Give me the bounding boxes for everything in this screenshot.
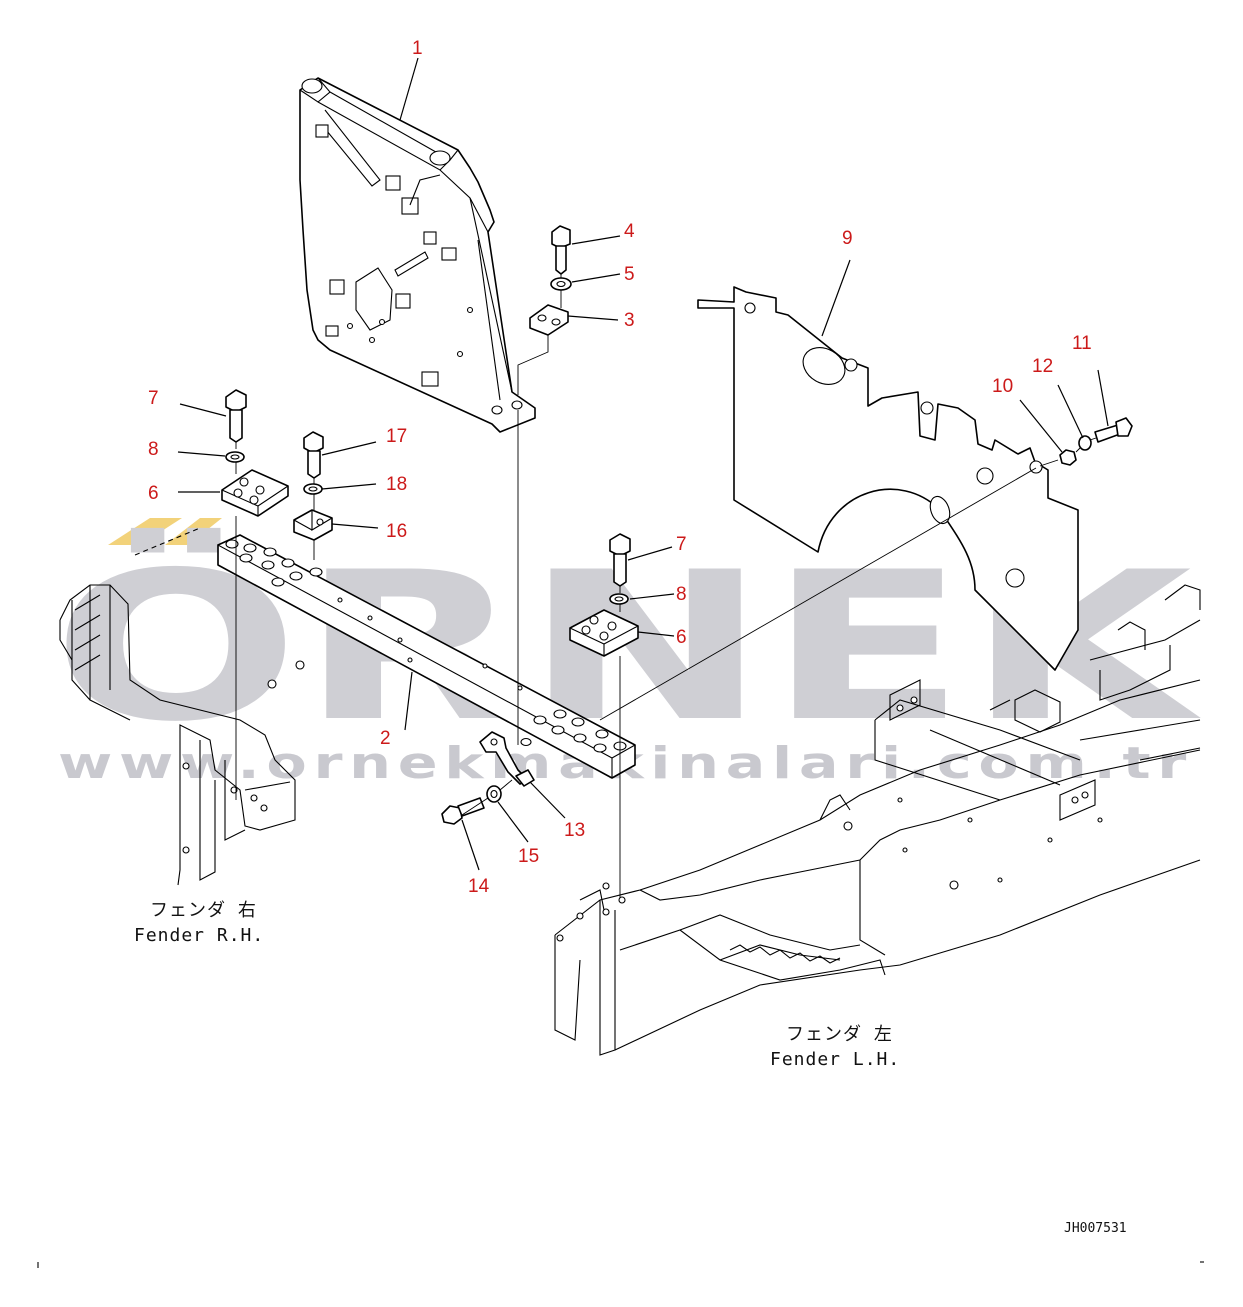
part-17-bolt (303, 431, 324, 479)
assembly-guides (235, 274, 1097, 898)
callout-8-right: 8 (676, 584, 687, 605)
callout-15: 15 (518, 846, 539, 867)
fender-labels: フェンダ 右 Fender R.H. フェンダ 左 Fender L.H. (134, 900, 900, 1070)
callout-14: 14 (468, 876, 490, 897)
part-6-pad-left (221, 469, 289, 517)
part-16-bracket (293, 509, 333, 541)
callout-6-right: 6 (676, 627, 687, 648)
part-9-cover-panel (697, 286, 1079, 671)
callout-18: 18 (386, 474, 407, 495)
callout-9: 9 (842, 228, 853, 249)
fender-rh-jp-label: フェンダ 右 (150, 900, 257, 921)
part-4-bolt (551, 225, 571, 275)
part-7-bolt-left (225, 389, 247, 443)
part-18-washer (303, 483, 323, 495)
part-8-washer-left (225, 451, 245, 463)
callout-13: 13 (564, 820, 585, 841)
callout-11: 11 (1072, 333, 1092, 354)
part-1-bracket-plate (299, 77, 536, 433)
fender-rh (59, 527, 305, 886)
callouts: 1 2 3 4 5 6 6 7 7 8 8 9 10 11 12 13 14 1… (148, 38, 1092, 897)
part-10-nut (1059, 449, 1077, 466)
fender-lh-en-label: Fender L.H. (770, 1049, 900, 1070)
callout-2: 2 (380, 728, 391, 749)
part-11-bolt (1094, 417, 1133, 443)
callout-17: 17 (386, 426, 407, 447)
callout-3: 3 (624, 310, 635, 331)
callout-1: 1 (412, 38, 423, 59)
part-6-pad-right (569, 609, 639, 657)
part-12-washer (1078, 435, 1092, 451)
callout-4: 4 (624, 221, 635, 242)
callout-8-left: 8 (148, 439, 159, 460)
callout-7-left: 7 (148, 388, 159, 409)
drawing-number: JH007531 (1064, 1221, 1127, 1236)
part-3-clip (529, 304, 569, 336)
fender-lh-jp-label: フェンダ 左 (786, 1024, 893, 1045)
part-5-washer (550, 277, 572, 291)
fender-rh-en-label: Fender R.H. (134, 925, 264, 946)
part-2-cross-beam (217, 534, 636, 779)
callout-6-left: 6 (148, 483, 159, 504)
part-7-bolt-right (609, 533, 631, 587)
callout-16: 16 (386, 521, 407, 542)
watermark-accent-right (165, 518, 222, 545)
part-14-bolt (441, 797, 485, 825)
part-15-washer (486, 785, 502, 803)
callout-5: 5 (624, 264, 635, 285)
fender-lh-and-frame (554, 584, 1201, 1056)
part-13-hook (479, 731, 535, 787)
part-8-washer-right (609, 593, 629, 605)
callout-7-right: 7 (676, 534, 687, 555)
callout-12: 12 (1032, 356, 1053, 377)
callout-10: 10 (992, 376, 1013, 397)
leader-lines (177, 57, 1109, 871)
watermark-accent-left (108, 518, 182, 545)
